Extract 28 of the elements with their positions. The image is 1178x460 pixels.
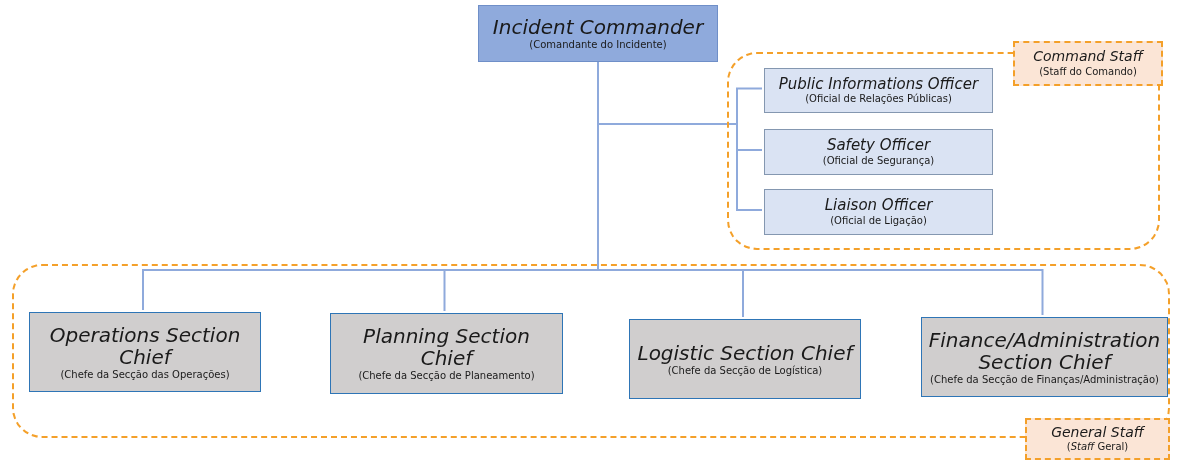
position-box — [921, 317, 1168, 397]
position-subtitle: (Oficial de Segurança) — [821, 153, 936, 167]
group-title: Command Staff — [1033, 49, 1143, 65]
position-title: Liaison Officer — [823, 197, 934, 214]
position-subtitle: (Chefe da Secção de Logística) — [666, 364, 824, 377]
group-title: General Staff — [1051, 424, 1144, 441]
position-title: Finance/Administration Section Chief — [927, 328, 1162, 373]
position-title: Safety Officer — [825, 137, 932, 154]
position-title: Incident Commander — [491, 16, 706, 38]
position-box — [330, 313, 563, 394]
group-subtitle: (Staff Geral) — [1066, 440, 1129, 454]
position-subtitle: (Chefe da Secção de Planeamento) — [357, 369, 536, 382]
position-subtitle: (Oficial de Relações Públicas) — [804, 92, 953, 106]
position-box — [29, 312, 261, 392]
position-subtitle: (Comandante do Incidente) — [528, 38, 668, 51]
group-subtitle: (Staff do Comando) — [1039, 64, 1137, 78]
position-box — [764, 189, 993, 235]
position-subtitle: (Chefe da Secção de Finanças/Administração) — [929, 372, 1160, 386]
position-title: Public Informations Officer — [777, 75, 980, 93]
position-title: Operations Section Chief — [48, 323, 242, 368]
position-title: Logistic Section Chief — [636, 341, 856, 364]
position-subtitle: (Oficial de Ligação) — [829, 213, 928, 227]
position-box — [629, 319, 861, 399]
position-box — [764, 68, 993, 113]
position-subtitle: (Chefe da Secção das Operações) — [59, 367, 231, 381]
position-title: Planning Section Chief — [362, 325, 531, 369]
position-box — [764, 129, 993, 175]
position-box — [478, 5, 718, 62]
